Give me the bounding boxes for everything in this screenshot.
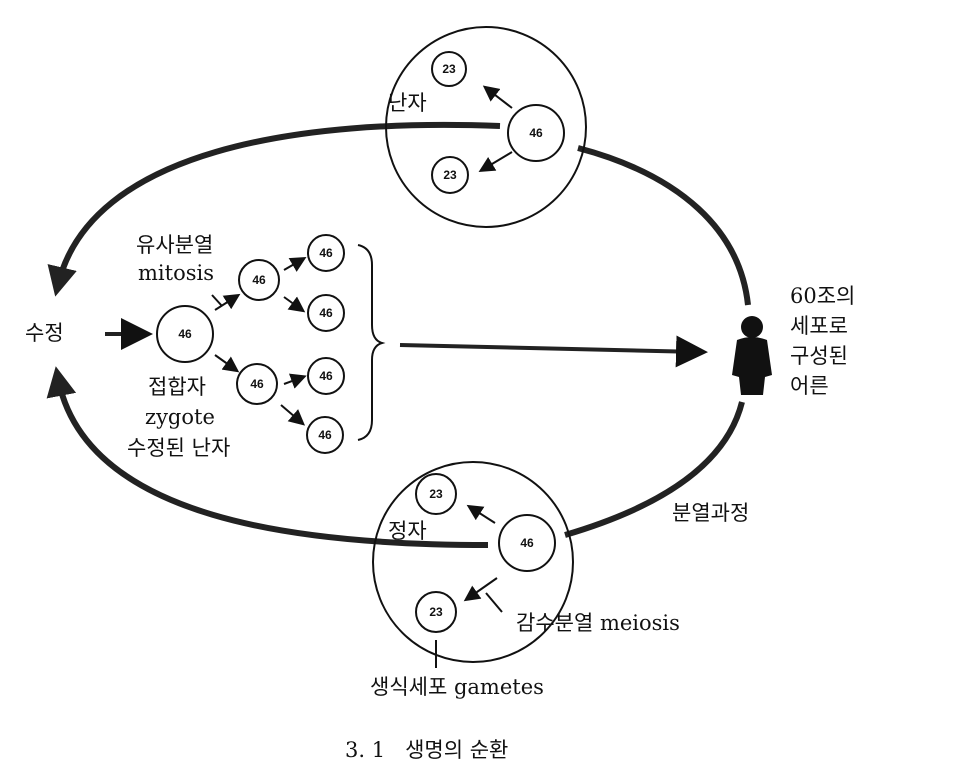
adult-to-sperm-arc (564, 401, 745, 538)
sperm-cell-46: 46 (498, 514, 556, 572)
arrow (214, 293, 241, 311)
mitosis-cell-2: 46 (307, 294, 345, 332)
svg-text:46: 46 (319, 306, 333, 320)
arrow (463, 577, 498, 602)
svg-text:46: 46 (529, 126, 543, 140)
sperm-cell-23-bottom: 23 (415, 591, 457, 633)
arrow (283, 256, 307, 272)
mitosis-cell-1: 46 (307, 234, 345, 272)
person-icon (732, 316, 772, 395)
testis-circle (372, 461, 574, 663)
svg-text:23: 23 (429, 487, 443, 501)
svg-text:23: 23 (429, 605, 443, 619)
sperm-to-fertilization-arc (46, 366, 489, 548)
zygote-ko-label: 접합자 (148, 375, 206, 399)
adult-to-egg-arc (577, 145, 751, 306)
svg-text:46: 46 (250, 377, 264, 391)
arrow (214, 354, 240, 373)
svg-text:23: 23 (442, 62, 456, 76)
egg-cell-46: 46 (507, 104, 565, 162)
gametes-label: 생식세포 gametes (370, 675, 544, 699)
svg-text:46: 46 (319, 369, 333, 383)
ovary-circle (385, 26, 587, 228)
adult-label-line-3: 구성된 (790, 344, 848, 368)
adult-label-line-4: 어른 (790, 374, 829, 398)
svg-text:46: 46 (318, 428, 332, 442)
svg-text:23: 23 (443, 168, 457, 182)
mitosis-pointer (211, 294, 223, 307)
mitosis-cell-3: 46 (307, 357, 345, 395)
brace (357, 244, 386, 441)
svg-text:46: 46 (319, 246, 333, 260)
sperm-cell-23-top: 23 (415, 473, 457, 515)
meiosis-label: 감수분열 meiosis (516, 611, 680, 635)
svg-text:46: 46 (178, 327, 192, 341)
zygote-cell: 46 (156, 305, 214, 363)
growth-arrow (399, 335, 708, 368)
mitosis-cell-upper: 46 (238, 259, 280, 301)
mitosis-cell-lower: 46 (236, 363, 278, 405)
zygote-en-label: zygote (145, 405, 215, 429)
egg-to-fertilization-arc (47, 121, 501, 297)
meiosis-pointer (485, 592, 503, 613)
arrow (283, 373, 307, 389)
egg-cell-23-top: 23 (431, 51, 467, 87)
figure-caption: 3. 1 생명의 순환 (345, 738, 508, 762)
arrow (482, 85, 513, 109)
adult-label-line-2: 세포로 (790, 314, 848, 338)
egg-label: 난자 (388, 91, 427, 115)
fertilization-label: 수정 (25, 321, 64, 345)
arrow (466, 504, 496, 524)
adult-label-line-1: 60조의 (790, 284, 855, 308)
division-process-label: 분열과정 (672, 501, 749, 525)
mitosis-cell-4: 46 (306, 416, 344, 454)
arrow (280, 404, 306, 426)
svg-text:46: 46 (520, 536, 534, 550)
zygote-desc-label: 수정된 난자 (127, 436, 230, 460)
mitosis-en-label: mitosis (138, 261, 214, 285)
sperm-label: 정자 (388, 519, 427, 543)
arrow (478, 151, 513, 173)
svg-text:46: 46 (252, 273, 266, 287)
egg-cell-23-bottom: 23 (431, 156, 469, 194)
mitosis-ko-label: 유사분열 (136, 233, 213, 257)
arrow (283, 296, 306, 313)
